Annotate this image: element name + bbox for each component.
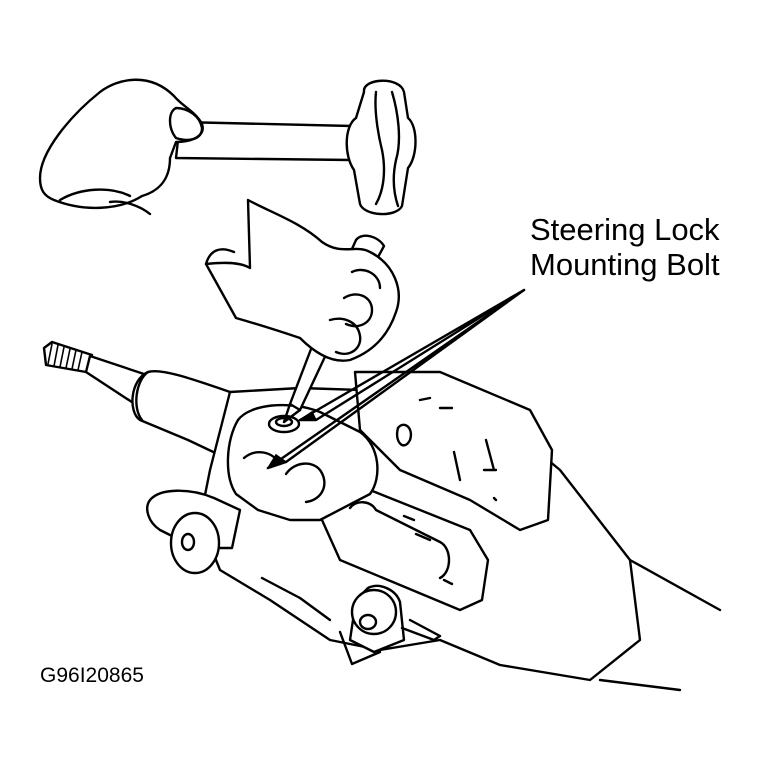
figure-id: G96I20865 xyxy=(40,664,144,687)
hammer xyxy=(174,79,417,216)
callout-label-line-1: Steering Lock xyxy=(530,212,720,247)
lower-hand xyxy=(204,198,400,362)
mounting-bolt-head xyxy=(267,414,301,434)
lower-knob xyxy=(338,584,406,666)
callout-label: Steering Lock Mounting Bolt xyxy=(530,212,720,282)
steering-lock-body xyxy=(226,403,379,522)
left-knob xyxy=(146,489,242,575)
threaded-shaft-end xyxy=(42,340,94,374)
callout-label-line-2: Mounting Bolt xyxy=(530,247,720,282)
upper-hand xyxy=(38,78,204,216)
steering-column xyxy=(42,340,722,692)
callout-leader-lines xyxy=(266,288,526,470)
